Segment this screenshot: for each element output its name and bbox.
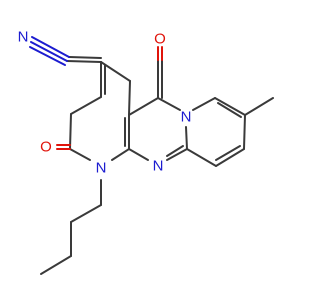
molecule-structure-diagram: N O O N N N: [18, 29, 274, 275]
nitrile-bond: [30, 41, 68, 62]
bond: [69, 113, 72, 150]
bond: [128, 148, 149, 161]
bond: [214, 97, 246, 116]
top-oxygen-label: O: [154, 31, 166, 48]
bond: [166, 145, 184, 157]
bond: [128, 97, 159, 116]
imine-nitrogen-label: N: [153, 158, 164, 175]
bond: [192, 97, 216, 111]
bond: [111, 148, 130, 161]
bond-skeleton: [40, 56, 274, 275]
bond: [244, 97, 274, 116]
nitrile-bond: [29, 46, 66, 66]
nitrile-bond: [31, 36, 70, 58]
bond: [128, 80, 131, 116]
bond: [70, 204, 102, 223]
bond: [157, 97, 181, 111]
pyridone-nitrogen-label: N: [96, 160, 107, 177]
bond: [243, 114, 246, 150]
bond: [40, 255, 72, 275]
bond: [186, 148, 217, 167]
bond: [70, 96, 102, 115]
bond: [66, 60, 102, 63]
bond: [166, 148, 188, 161]
bond: [69, 148, 91, 161]
bond: [215, 145, 241, 161]
bond: [217, 102, 242, 118]
left-oxygen-label: O: [40, 139, 52, 156]
atom-labels: N O O N N N: [18, 29, 192, 177]
heteroatom-bonds: [29, 36, 163, 150]
bond: [185, 126, 188, 150]
nitrile-nitrogen-label: N: [18, 29, 29, 46]
bond: [68, 56, 102, 59]
bond: [215, 148, 245, 167]
bridgehead-nitrogen-label: N: [181, 109, 192, 126]
